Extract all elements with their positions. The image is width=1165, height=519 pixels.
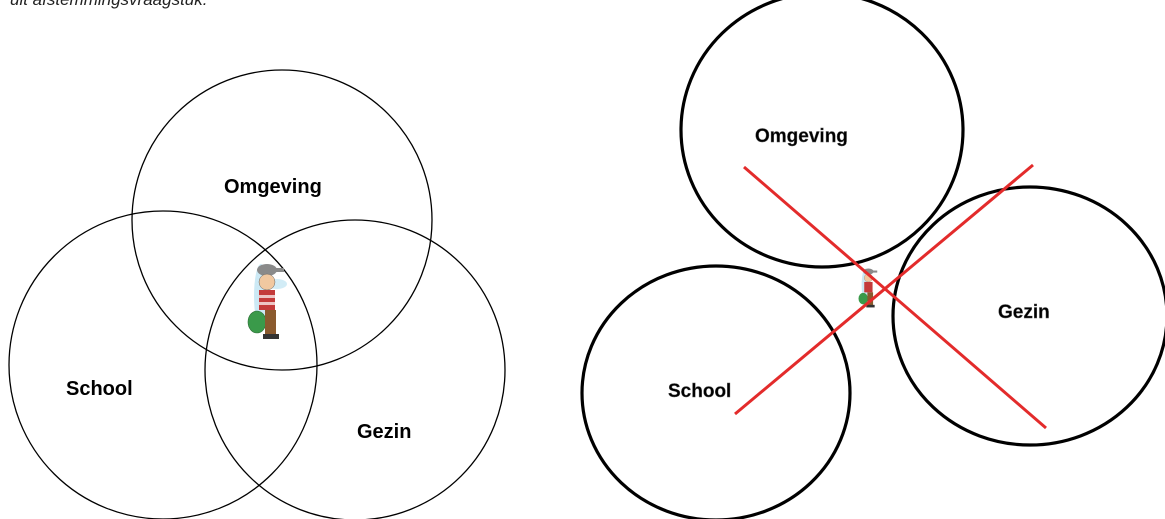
red-cross-line-1 <box>744 167 1046 428</box>
left-circle-school <box>9 211 317 519</box>
right-label-school: School <box>668 381 731 402</box>
child-with-backpack-icon <box>248 264 287 339</box>
right-label-omgeving: Omgeving <box>755 126 848 147</box>
left-label-gezin: Gezin <box>357 421 411 443</box>
left-label-omgeving: Omgeving <box>224 176 322 198</box>
left-label-school: School <box>66 378 133 400</box>
left-circle-omgeving <box>132 70 432 370</box>
left-circle-gezin <box>205 220 505 519</box>
right-separated-diagram: Omgeving Gezin School <box>582 0 1165 519</box>
right-label-gezin: Gezin <box>998 302 1050 323</box>
left-venn-diagram: Omgeving School Gezin <box>9 70 505 519</box>
